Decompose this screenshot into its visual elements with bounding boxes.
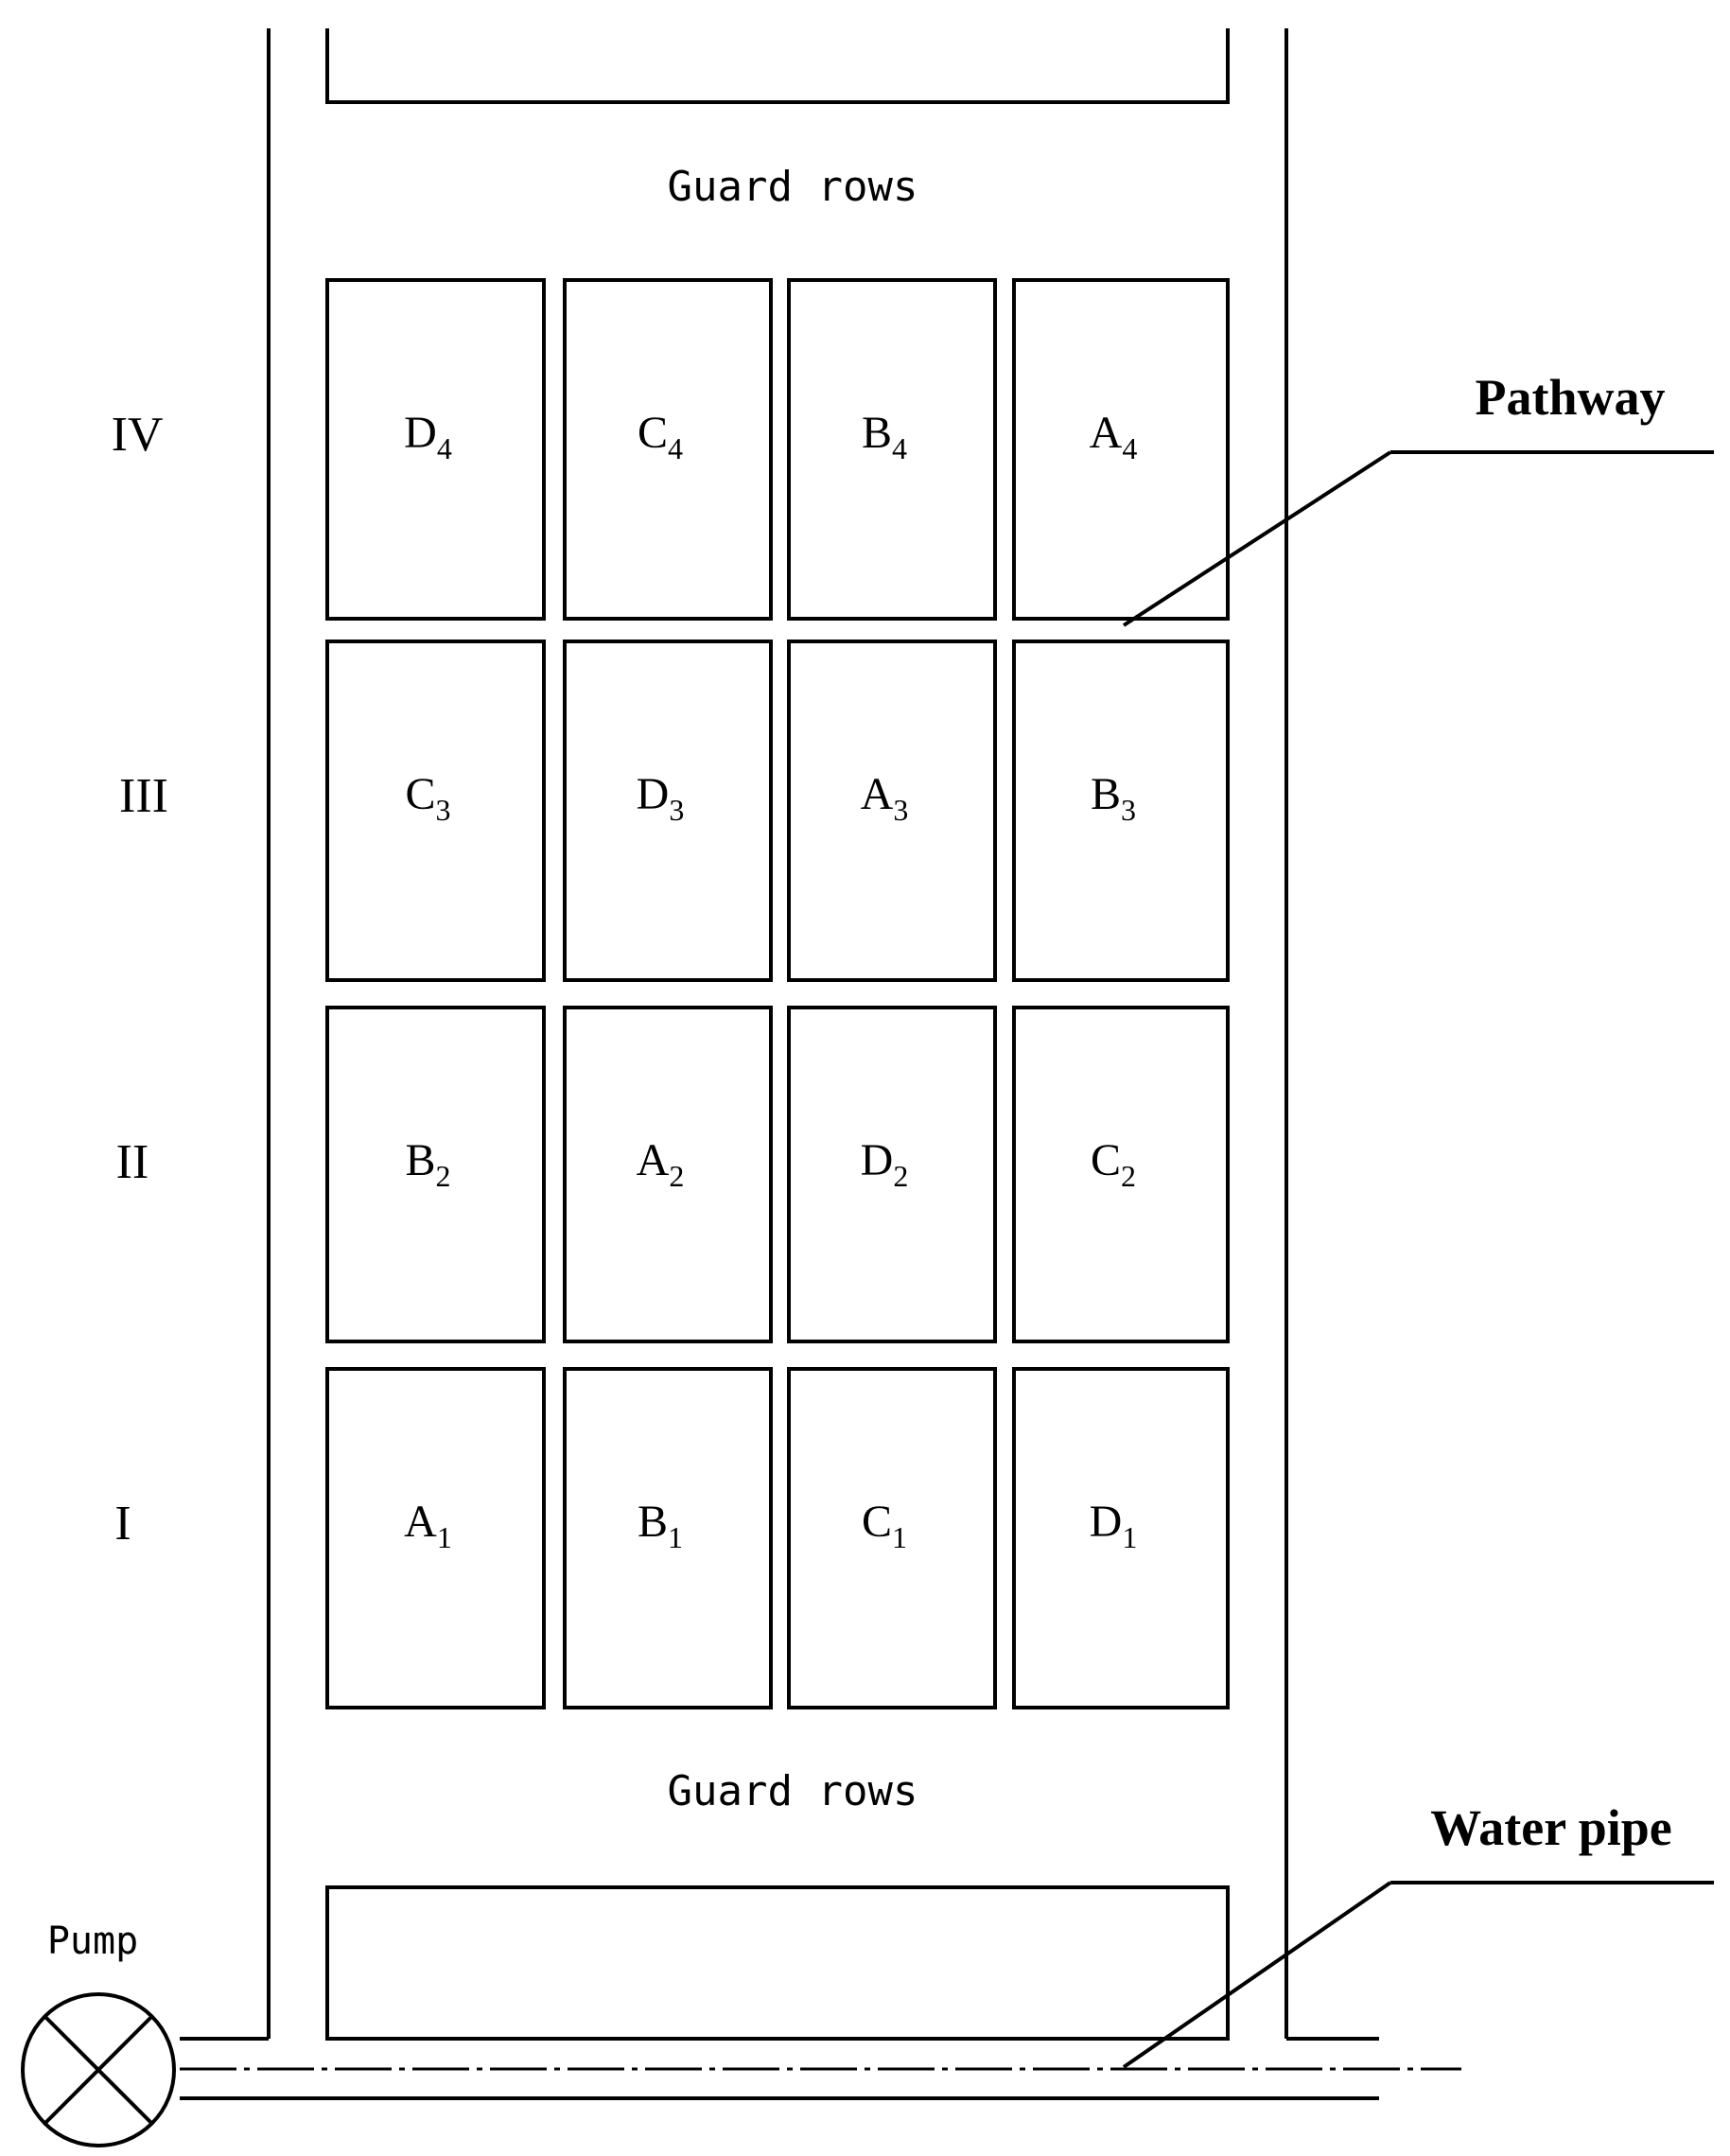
plot-label-letter: D xyxy=(1090,1497,1123,1547)
plot-label: B3 xyxy=(1091,769,1136,827)
plot-label-letter: B xyxy=(638,1497,668,1547)
plot-label-subscript: 4 xyxy=(1122,431,1137,465)
plot-cell: D4 xyxy=(325,278,546,621)
plot-cell: D1 xyxy=(1012,1367,1230,1709)
plot-cell: B1 xyxy=(563,1367,773,1709)
pump-icon xyxy=(21,1992,176,2147)
plot-label-letter: A xyxy=(1090,408,1123,458)
plot-label-letter: D xyxy=(404,408,437,458)
water-pipe-label: Water pipe xyxy=(1430,1799,1672,1856)
plot-box xyxy=(1012,1367,1230,1709)
plot-cell: B2 xyxy=(325,1006,546,1343)
plot-label: B1 xyxy=(638,1497,683,1554)
plot-cell: C2 xyxy=(1012,1006,1230,1343)
plot-label-subscript: 1 xyxy=(437,1520,452,1554)
plot-box xyxy=(325,1367,546,1709)
plot-label-letter: B xyxy=(1091,769,1121,819)
pathway-label: Pathway xyxy=(1476,369,1666,426)
plot-cell: A4 xyxy=(1012,278,1230,621)
plot-label: D2 xyxy=(861,1135,909,1193)
replicate-label: I xyxy=(114,1497,131,1551)
plot-cell: C1 xyxy=(787,1367,997,1709)
plot-cell: D3 xyxy=(563,640,773,982)
plot-box xyxy=(1012,640,1230,982)
water-pipe-leader-diagonal xyxy=(1122,1881,1392,2069)
bottom-guard-rows-label: Guard rows xyxy=(668,1767,918,1815)
plot-label-letter: B xyxy=(862,408,892,458)
plot-box xyxy=(563,1006,773,1343)
plot-label-letter: D xyxy=(637,769,670,819)
plot-cell: A2 xyxy=(563,1006,773,1343)
plot-box xyxy=(563,1367,773,1709)
plot-label-subscript: 2 xyxy=(436,1159,451,1193)
top-guard-rows-label: Guard rows xyxy=(668,163,918,211)
plot-label-letter: A xyxy=(861,769,894,819)
plot-label-letter: A xyxy=(637,1135,670,1185)
plot-label: A2 xyxy=(637,1135,685,1193)
plot-box xyxy=(787,1367,997,1709)
plot-label-subscript: 3 xyxy=(669,793,684,827)
plot-label: A4 xyxy=(1090,408,1138,465)
plot-label: C4 xyxy=(638,408,683,465)
plot-label: D4 xyxy=(404,408,452,465)
plot-cell: C3 xyxy=(325,640,546,982)
plot-cell: A3 xyxy=(787,640,997,982)
replicate-label: II xyxy=(116,1135,149,1189)
plot-label-letter: C xyxy=(638,408,668,458)
plot-label: A3 xyxy=(861,769,909,827)
pathway-leader-diagonal xyxy=(1122,450,1392,627)
plot-box xyxy=(1012,278,1230,621)
plot-box xyxy=(787,1006,997,1343)
plot-cell: B4 xyxy=(787,278,997,621)
plot-label-subscript: 3 xyxy=(893,793,908,827)
plot-label: B2 xyxy=(405,1135,450,1193)
plot-label: C2 xyxy=(1091,1135,1136,1193)
pump-label: Pump xyxy=(47,1919,138,1963)
plot-cell: A1 xyxy=(325,1367,546,1709)
plot-label-subscript: 4 xyxy=(892,431,907,465)
plot-label-subscript: 2 xyxy=(669,1159,684,1193)
plot-label: A1 xyxy=(404,1497,452,1554)
plot-label-letter: C xyxy=(1091,1135,1121,1185)
plot-label-letter: B xyxy=(405,1135,435,1185)
bottom-guard-box xyxy=(325,1885,1230,2041)
plot-box xyxy=(787,640,997,982)
plot-label: B4 xyxy=(862,408,907,465)
plot-label-subscript: 3 xyxy=(1121,793,1136,827)
plot-box xyxy=(563,640,773,982)
plot-box xyxy=(787,278,997,621)
plot-label-subscript: 4 xyxy=(437,431,452,465)
top-guard-box xyxy=(325,28,1230,104)
plot-label: D3 xyxy=(637,769,685,827)
plot-label: C1 xyxy=(862,1497,907,1554)
plot-cell: C4 xyxy=(563,278,773,621)
plot-cell: B3 xyxy=(1012,640,1230,982)
plot-label-letter: C xyxy=(862,1497,892,1547)
plot-box xyxy=(325,640,546,982)
plot-label-subscript: 1 xyxy=(892,1520,907,1554)
plot-label: C3 xyxy=(405,769,450,827)
plot-label-subscript: 4 xyxy=(668,431,683,465)
plot-label-letter: A xyxy=(404,1497,437,1547)
plot-label-subscript: 1 xyxy=(668,1520,683,1554)
plot-box xyxy=(1012,1006,1230,1343)
replicate-label: IV xyxy=(112,408,164,462)
plot-label-letter: D xyxy=(861,1135,894,1185)
plot-label-subscript: 2 xyxy=(893,1159,908,1193)
plot-label-subscript: 3 xyxy=(436,793,451,827)
plot-box xyxy=(325,1006,546,1343)
plot-cell: D2 xyxy=(787,1006,997,1343)
plot-label-subscript: 1 xyxy=(1122,1520,1137,1554)
replicate-label: III xyxy=(119,769,168,823)
plot-label-subscript: 2 xyxy=(1121,1159,1136,1193)
plot-box xyxy=(325,278,546,621)
plot-box xyxy=(563,278,773,621)
plot-label-letter: C xyxy=(405,769,435,819)
plot-label: D1 xyxy=(1090,1497,1138,1554)
